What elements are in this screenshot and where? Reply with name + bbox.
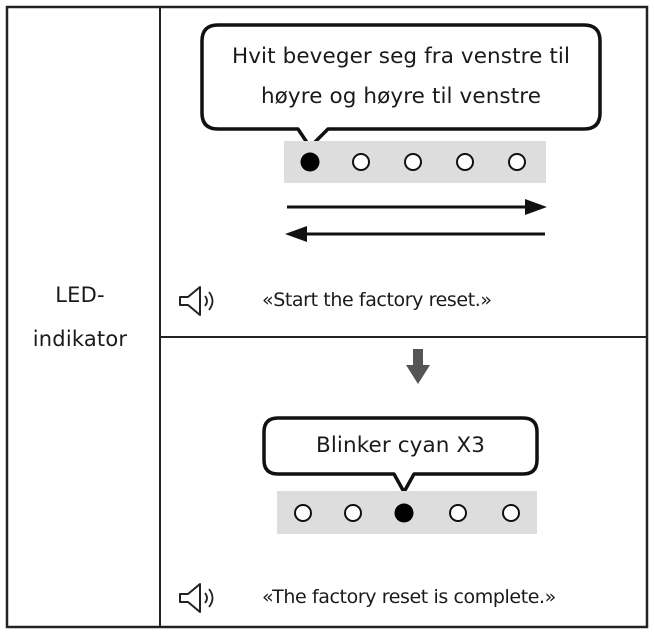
bubble-1-text: Hvit beveger seg fra venstre til høyre o… [202,37,600,117]
table-border [5,5,649,629]
led-off [344,504,362,522]
led-row-2 [294,503,520,523]
speaker-icon [179,583,214,613]
arrow-right-icon [287,199,547,215]
bubble-1-line1: Hvit beveger seg fra venstre til [231,44,571,69]
bubble-1-line2: høyre og høyre til venstre [260,84,542,109]
arrow-left-icon [285,226,545,242]
arrow-down-icon [406,349,430,384]
led-row-1 [300,152,526,172]
row-label-line2: indikator [32,327,128,351]
led-off [449,504,467,522]
speech-bubble-2 [262,416,539,494]
voice-prompt-1: «Start the factory reset.» [262,289,492,311]
led-lit [394,503,414,523]
led-off [404,153,422,171]
speech-bubble-1 [200,23,602,149]
voice-prompt-2: «The factory reset is complete.» [262,586,556,608]
bubble-2-text: Blinker cyan X3 [316,433,485,458]
led-lit [300,152,320,172]
led-off [352,153,370,171]
led-off [508,153,526,171]
led-off [456,153,474,171]
led-off [502,504,520,522]
row-label: LED- indikator [0,0,160,634]
speaker-icon [179,286,214,316]
row-label-line1: LED- [55,283,105,307]
led-off [294,504,312,522]
